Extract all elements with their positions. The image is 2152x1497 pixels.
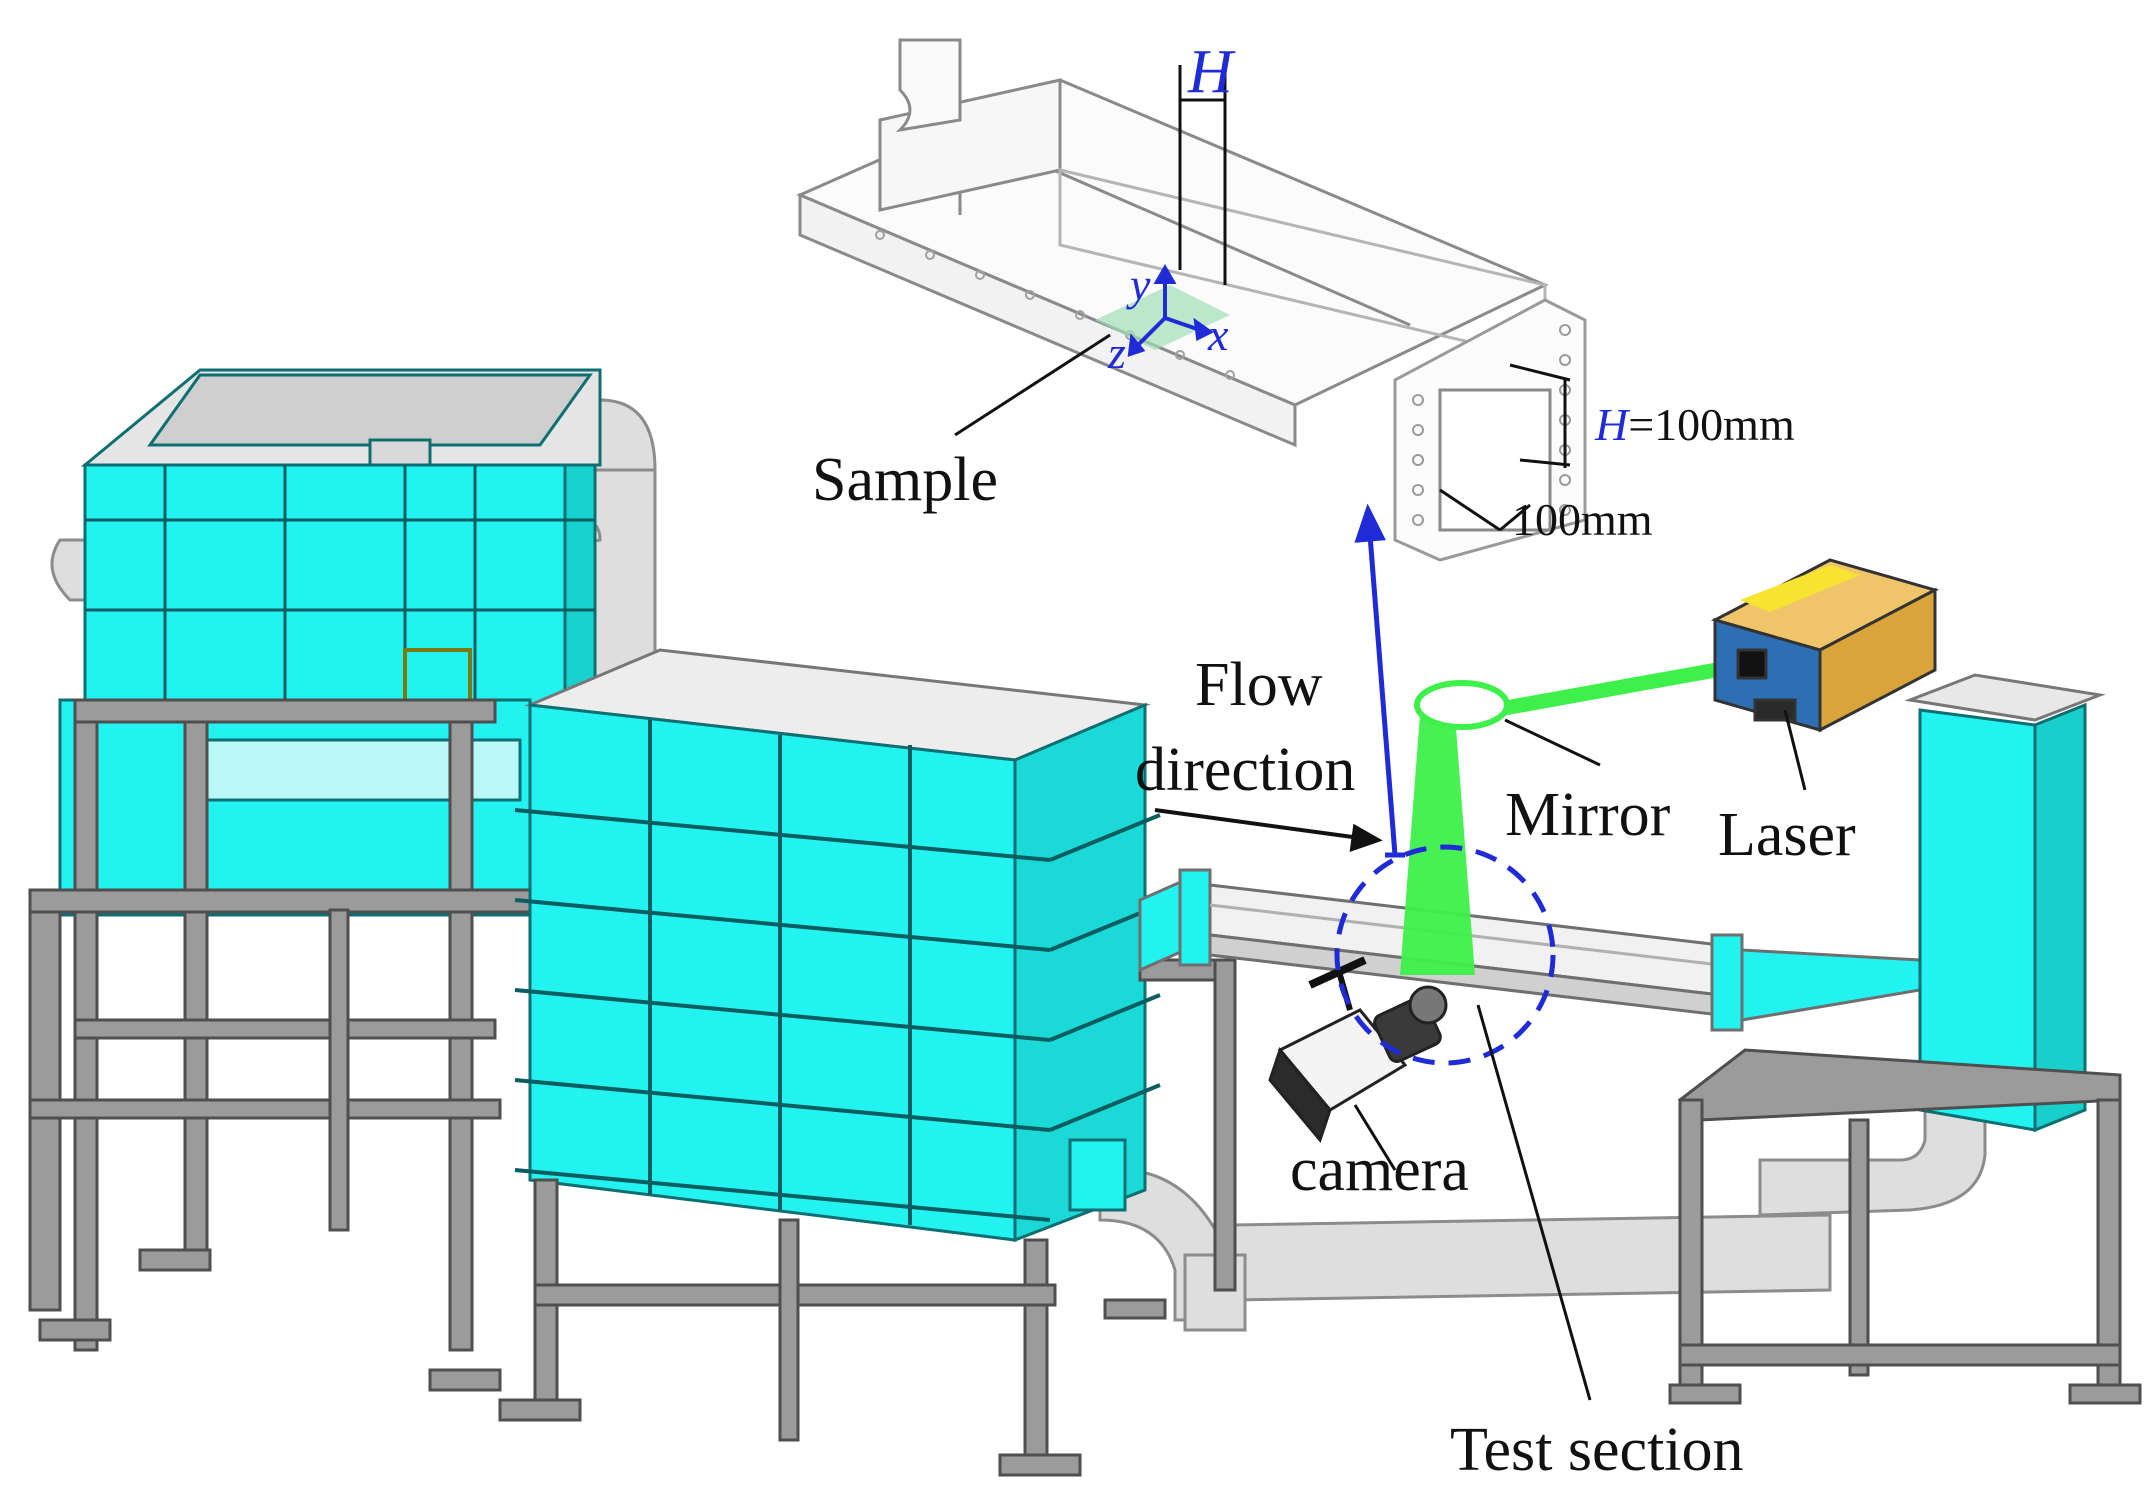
test-section-label: Test section: [1450, 1416, 1744, 1484]
test-section-leader-line: [1476, 1004, 1592, 1401]
central-frame: [498, 958, 1237, 1477]
left-frame: [28, 698, 532, 1392]
camera-device: [1268, 956, 1448, 1144]
laser-unit: [1710, 558, 1940, 733]
test-section-channel: [1138, 868, 1922, 1032]
laser-label: Laser: [1718, 801, 1856, 869]
mirror: [1414, 680, 1510, 730]
axis-x-label: x: [1207, 309, 1229, 360]
axis-y-label: y: [1126, 259, 1151, 310]
cross-section-dimensions: [1439, 363, 1571, 532]
inset-link-arrow: [1354, 503, 1405, 858]
width-dimension: 100mm: [1512, 494, 1653, 545]
mirror-label: Mirror: [1505, 781, 1671, 849]
test-section-highlight: [1334, 844, 1556, 1066]
left-tank: [58, 368, 602, 917]
laser-leader-line: [1783, 709, 1807, 791]
sample-patch: [1095, 285, 1230, 350]
test-section-inset: [796, 38, 1587, 562]
sample-label: Sample: [812, 446, 998, 514]
coordinate-axes: [1127, 263, 1214, 357]
height-dimension: H=100mm: [1594, 399, 1795, 450]
flow-direction-arrow: [1154, 808, 1383, 852]
mirror-leader-line: [1504, 718, 1601, 767]
axis-z-label: z: [1107, 327, 1126, 378]
right-tower: [1904, 673, 2106, 1133]
h-dimension-marker: [1178, 65, 1227, 285]
laser-sheet: [1400, 715, 1475, 975]
laser-beam: [1480, 660, 1730, 720]
sample-leader-line: [954, 333, 1111, 437]
flow-direction-label-line1: Flow: [1195, 651, 1323, 719]
flow-direction-label-line2: direction: [1135, 736, 1355, 804]
central-tank: [514, 648, 1161, 1243]
h-dimension-label: H: [1187, 38, 1236, 106]
camera-leader-line: [1353, 1104, 1397, 1171]
right-frame: [1668, 1048, 2142, 1405]
camera-label: camera: [1290, 1136, 1469, 1204]
